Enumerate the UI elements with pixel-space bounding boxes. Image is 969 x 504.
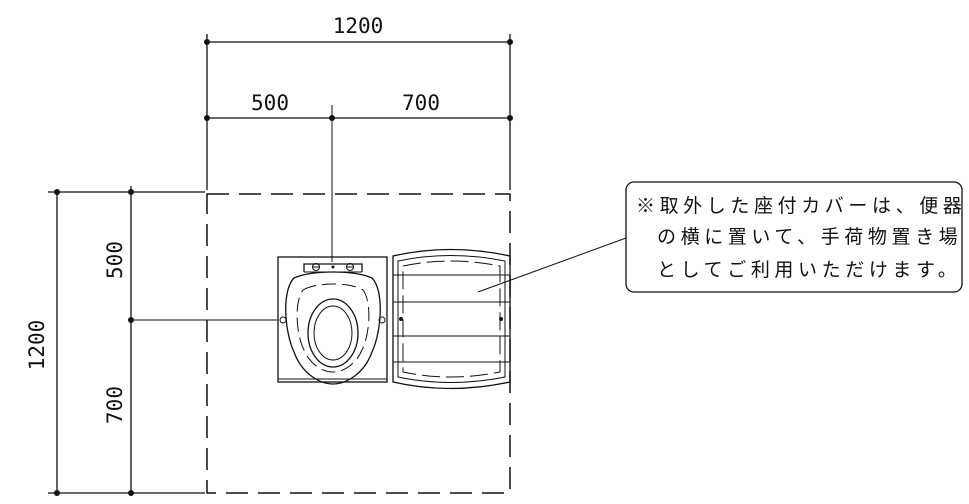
seat-cover bbox=[392, 248, 511, 390]
floor-area-outline bbox=[206, 193, 511, 494]
note-line-1: ※取外した座付カバーは、便器 bbox=[636, 195, 966, 217]
dimension-side-top: 500 bbox=[103, 241, 127, 279]
note-leader-line bbox=[477, 237, 627, 293]
top-dimension-lines bbox=[204, 34, 513, 262]
dimension-top-right: 700 bbox=[402, 91, 440, 115]
note-line-3: としてご利用いただけます。 bbox=[657, 259, 961, 281]
dimension-side-total: 1200 bbox=[25, 320, 49, 371]
toilet bbox=[277, 256, 388, 385]
dimension-top-left: 500 bbox=[251, 91, 289, 115]
note-box bbox=[625, 181, 963, 293]
side-dimension-lines bbox=[48, 186, 278, 496]
dimension-top-total: 1200 bbox=[333, 14, 384, 38]
dimension-side-bottom: 700 bbox=[103, 386, 127, 424]
note-line-2: の横に置いて、手荷物置き場 bbox=[657, 226, 962, 248]
